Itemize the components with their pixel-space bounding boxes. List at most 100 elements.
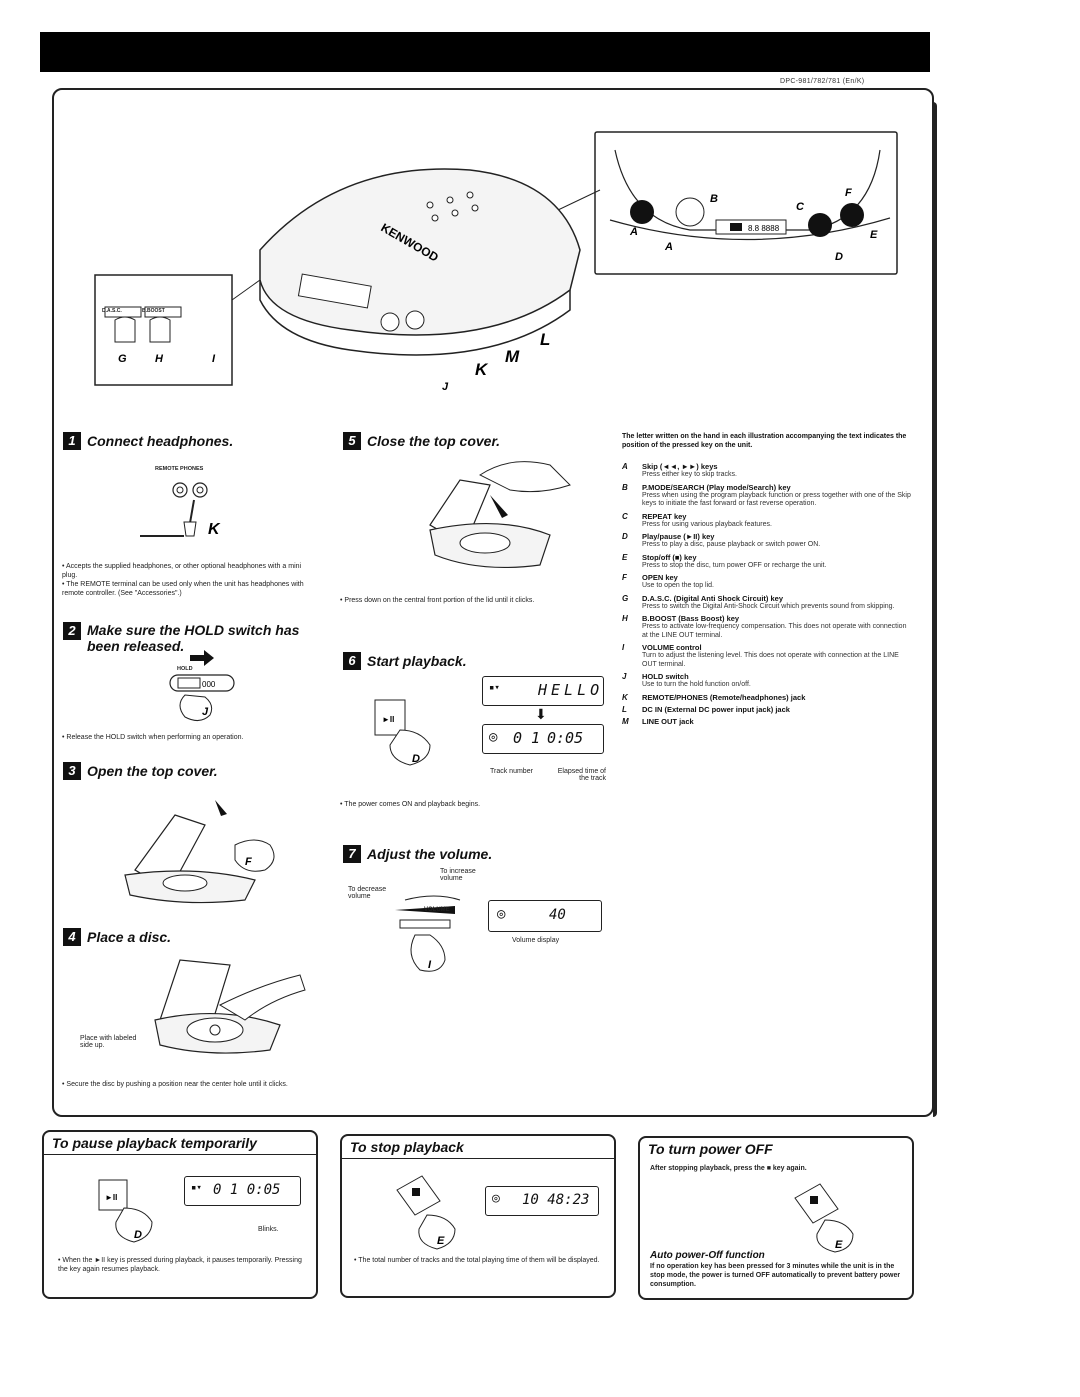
key-name: Play/pause (►II) key — [642, 532, 715, 541]
key-desc: Turn to adjust the listening level. This… — [642, 652, 899, 668]
key-name: REPEAT key — [642, 511, 687, 521]
step5-number: 5 — [343, 432, 361, 450]
headphone-plug-illustration: K — [140, 482, 221, 538]
key-name: D.A.S.C. (Digital Anti Shock Circuit) ke… — [642, 593, 783, 603]
bboost-button-label: B.BOOST — [142, 308, 165, 314]
display-hello: ▪▾ HELLO — [482, 676, 604, 706]
key-name: Skip (◄◄, ►►) keys — [642, 462, 718, 471]
key-letter: E — [622, 552, 628, 562]
pause-hand-icon: ►II D — [98, 1179, 153, 1243]
key-letter: A — [622, 462, 628, 471]
volume-display: ◎ 40 — [488, 900, 602, 932]
step6-header: 6 Start playback. — [343, 652, 467, 670]
blinks-caption: Blinks. — [258, 1226, 279, 1233]
step7-header: 7 Adjust the volume. — [343, 845, 492, 863]
step2-header: 2 Make sure the HOLD switch has been rel… — [63, 622, 323, 654]
step4-header: 4 Place a disc. — [63, 928, 171, 946]
svg-text:H: H — [155, 353, 164, 365]
key-legend: The letter written on the hand in each i… — [622, 432, 912, 729]
svg-text:A: A — [629, 226, 638, 238]
key-letter: I — [622, 643, 625, 652]
open-cover-illustration: F — [124, 800, 275, 904]
key-letter: J — [622, 672, 627, 681]
stop-display: ◎ 10 48:23 — [485, 1186, 599, 1216]
key-letter: D — [622, 532, 628, 541]
pause-display: ▪▾ 0 1 0:05 — [184, 1176, 301, 1206]
display-elapsed-time: 0:05 — [547, 729, 584, 747]
svg-text:G: G — [118, 353, 127, 365]
key-letter: B — [622, 482, 628, 492]
svg-text:A: A — [664, 241, 673, 253]
place-disc-illustration — [154, 959, 306, 1054]
pause-note: • When the ►II key is pressed during pla… — [58, 1257, 302, 1273]
key-name: P.MODE/SEARCH (Play mode/Search) key — [642, 482, 791, 492]
key-desc: Use to turn the hold function on/off. — [642, 681, 751, 688]
key-desc: Press when using the program playback fu… — [642, 491, 911, 508]
key-name: B.BOOST (Bass Boost) key — [642, 614, 740, 623]
svg-text:E: E — [870, 229, 878, 241]
power-off-title: To turn power OFF — [648, 1141, 773, 1157]
key-letter: K — [622, 692, 628, 702]
svg-text:B: B — [710, 193, 718, 205]
key-desc: Press to play a disc, pause playback or … — [642, 541, 821, 548]
step6-number: 6 — [343, 652, 361, 670]
key-desc: Press to stop the disc, turn power OFF o… — [642, 561, 827, 569]
model-code: DPC-981/782/781 (En/K) — [780, 78, 865, 85]
key-desc: Press to activate low-frequency compensa… — [642, 623, 907, 639]
hold-label: HOLD — [177, 666, 193, 672]
svg-text:E: E — [835, 1239, 843, 1251]
pause-display-text: 0 1 0:05 — [213, 1182, 281, 1198]
power-off-hand-icon: E — [794, 1183, 854, 1253]
step6-title: Start playback. — [367, 653, 467, 669]
key-name: HOLD switch — [642, 672, 689, 681]
volume-display-value: 40 — [549, 907, 566, 923]
svg-text:►II: ►II — [382, 715, 394, 724]
step5-title: Close the top cover. — [367, 433, 501, 449]
key-letter: C — [622, 511, 628, 521]
display-hello-text: HELLO — [538, 681, 604, 699]
svg-text:D: D — [412, 753, 420, 765]
close-cover-illustration — [429, 461, 571, 569]
pause-note-text: When the ►II key is pressed during playb… — [58, 1257, 302, 1273]
label-L: L — [540, 330, 550, 349]
key-desc: Press to switch the Digital Anti-Shock C… — [642, 602, 895, 610]
svg-text:I: I — [212, 353, 216, 365]
skip-key-A-icon — [630, 200, 654, 224]
key-letter: M — [622, 716, 629, 726]
decrease-volume-caption: To decrease volume — [348, 886, 387, 900]
device-illustration: 8.8 8888 A A B C D F E KENWOOD G H I K M… — [94, 131, 898, 393]
key-name: DC IN (External DC power input jack) jac… — [642, 704, 790, 714]
step4-title: Place a disc. — [87, 929, 172, 945]
stop-section: To stop playback E ◎ 10 48:23 • The tota… — [340, 1134, 616, 1298]
svg-text:000: 000 — [202, 680, 216, 689]
svg-text:J: J — [442, 381, 449, 393]
key-name: REMOTE/PHONES (Remote/headphones) jack — [642, 692, 806, 702]
label-K: K — [475, 360, 489, 379]
display-track-time: ◎ 0 1 0:05 — [482, 724, 604, 754]
key-letter: F — [622, 573, 627, 582]
svg-text:►II: ►II — [105, 1193, 117, 1202]
svg-text:I: I — [428, 959, 432, 971]
step7-number: 7 — [343, 845, 361, 863]
step2-title: Make sure the HOLD switch has been relea… — [87, 622, 300, 654]
volume-display-caption: Volume display — [512, 937, 560, 944]
play-hand-icon: ►II D — [374, 699, 431, 766]
svg-text:E: E — [437, 1235, 445, 1247]
arrow-down-icon: ⬇ — [535, 706, 547, 722]
jack-label: REMOTE PHONES — [155, 466, 204, 472]
control-panel-inset — [594, 131, 898, 275]
key-name: Stop/off (■) key — [642, 552, 697, 562]
step1-notes: • Accepts the supplied headphones, or ot… — [62, 563, 304, 597]
stop-title: To stop playback — [342, 1136, 614, 1159]
plug-letter-K: K — [208, 521, 221, 538]
step5-note-text: Press down on the central front portion … — [344, 597, 535, 604]
step1-note-2: The REMOTE terminal can be used only whe… — [62, 581, 304, 597]
step3-header: 3 Open the top cover. — [63, 762, 218, 780]
